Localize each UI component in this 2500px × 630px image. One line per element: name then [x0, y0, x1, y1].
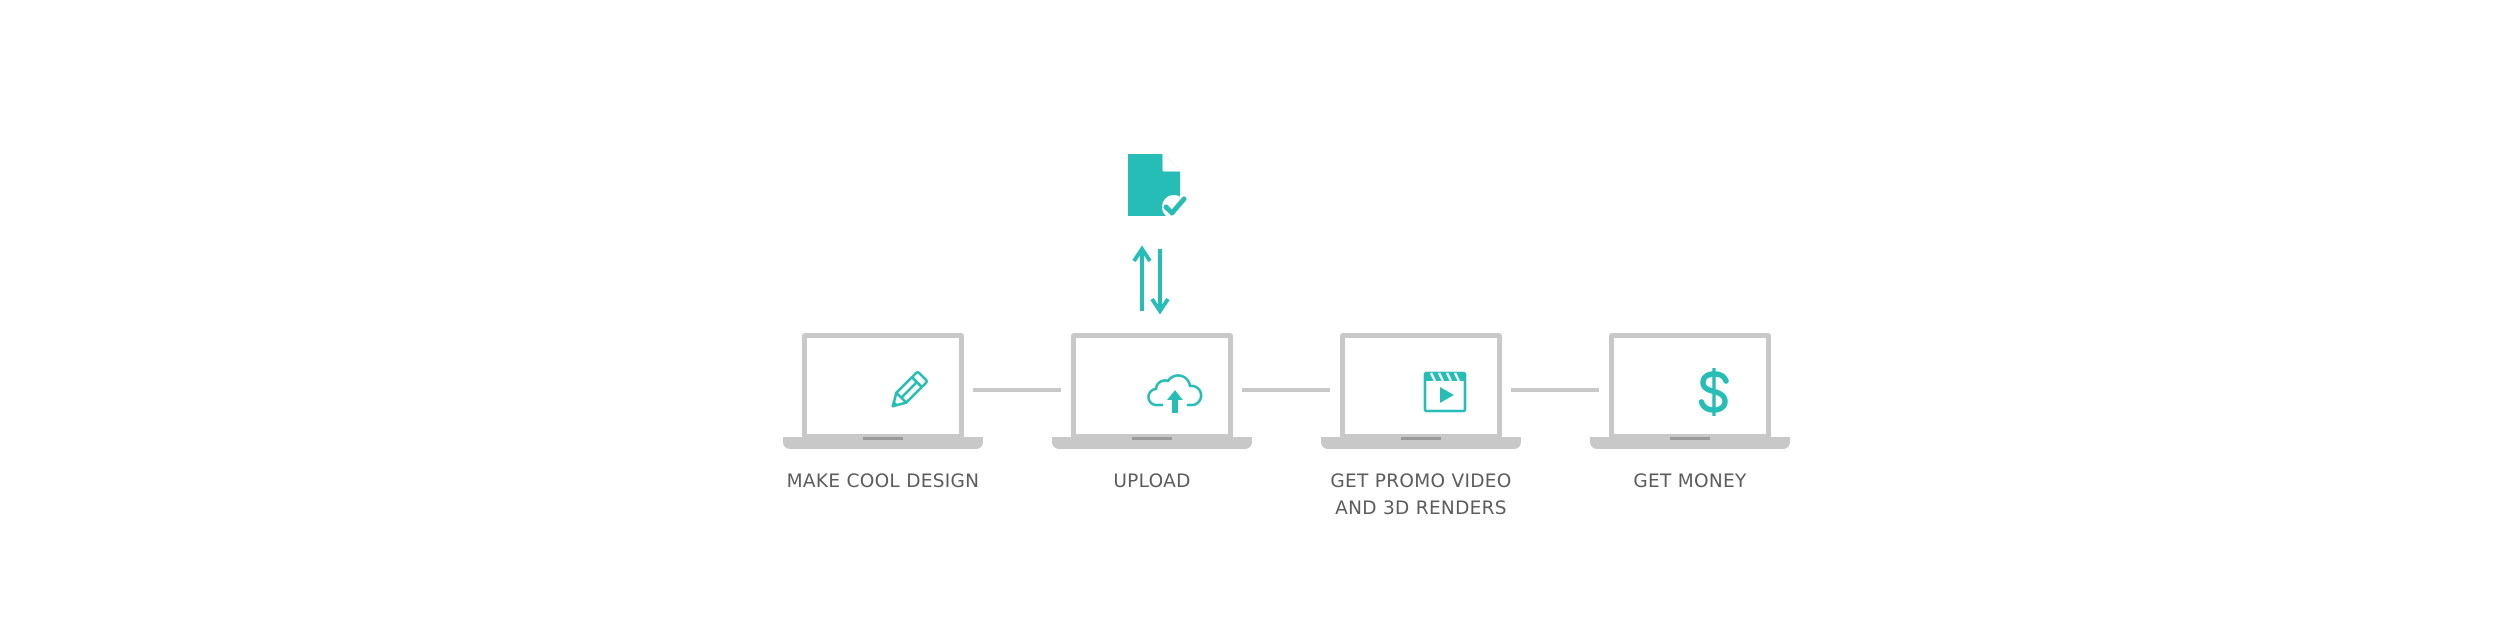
- connector-line: [973, 388, 1061, 392]
- laptop-screen: [1609, 333, 1771, 439]
- laptop-screen: [1071, 333, 1233, 439]
- video-clapper-icon: [1423, 371, 1467, 413]
- dollar-icon: [1698, 368, 1729, 416]
- step-label-line: UPLOAD: [1113, 471, 1191, 492]
- laptop-screen: [802, 333, 964, 439]
- laptop-screen: [1340, 333, 1502, 439]
- laptop-step-design: [783, 333, 983, 449]
- laptop-step-upload: [1052, 333, 1252, 449]
- laptop-trackpad: [1670, 437, 1710, 440]
- step-label-money: GET MONEY: [1560, 468, 1820, 495]
- step-label-line: GET MONEY: [1633, 471, 1747, 492]
- up-down-arrows-icon: [1132, 245, 1170, 315]
- laptop-step-money: [1590, 333, 1790, 449]
- step-label-line: MAKE COOL DESIGN: [786, 471, 980, 492]
- laptop-step-promo: [1321, 333, 1521, 449]
- laptop-base: [1052, 437, 1252, 449]
- cloud-upload-icon: [1147, 374, 1203, 413]
- connector-line: [1242, 388, 1330, 392]
- step-label-line: GET PROMO VIDEO: [1330, 471, 1512, 492]
- step-label-upload: UPLOAD: [1022, 468, 1282, 495]
- laptop-base: [1321, 437, 1521, 449]
- step-label-design: MAKE COOL DESIGN: [753, 468, 1013, 495]
- laptop-base: [783, 437, 983, 449]
- document-check-icon: [1128, 154, 1187, 219]
- laptop-trackpad: [1132, 437, 1172, 440]
- step-label-promo: GET PROMO VIDEO AND 3D RENDERS: [1291, 468, 1551, 522]
- pencil-icon: [891, 371, 928, 408]
- step-label-line: AND 3D RENDERS: [1335, 498, 1507, 519]
- laptop-base: [1590, 437, 1790, 449]
- laptop-trackpad: [863, 437, 903, 440]
- connector-line: [1511, 388, 1599, 392]
- laptop-trackpad: [1401, 437, 1441, 440]
